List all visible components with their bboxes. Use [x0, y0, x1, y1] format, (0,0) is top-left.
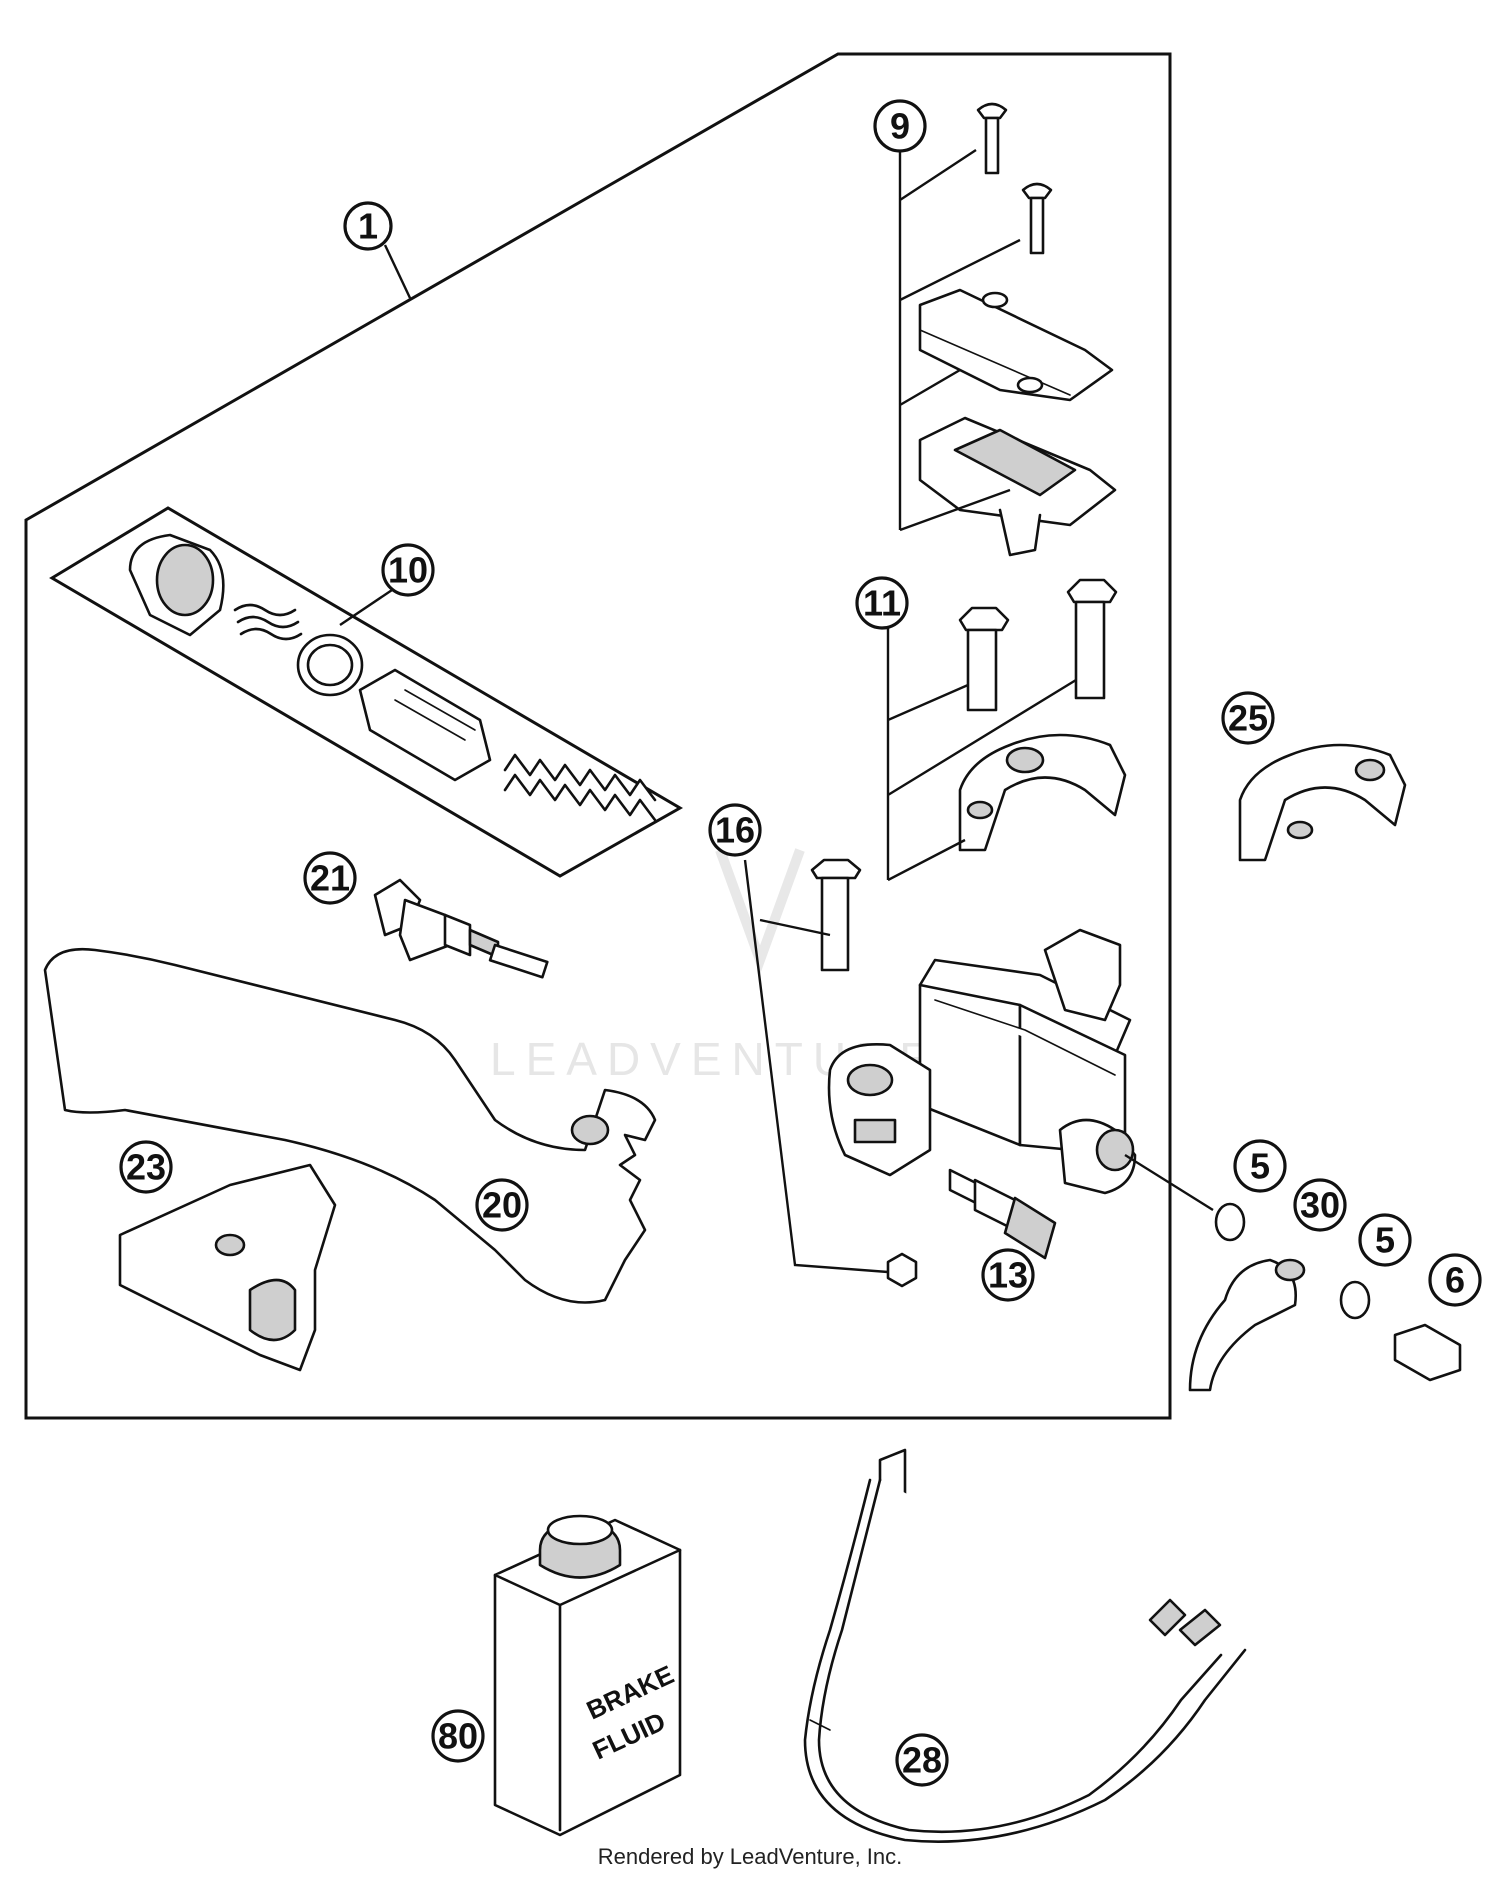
callout-80: 80: [431, 1709, 485, 1763]
master-cylinder: [827, 928, 1137, 1195]
callout-9: 9: [873, 99, 927, 153]
wiring-harness: [803, 1448, 1247, 1843]
svg-text:20: 20: [482, 1185, 522, 1226]
callout-20: 20: [475, 1178, 529, 1232]
callout-25: 25: [1221, 691, 1275, 745]
svg-text:5: 5: [1250, 1146, 1270, 1187]
callout-13: 13: [981, 1248, 1035, 1302]
brake-fluid-can: [493, 1514, 682, 1837]
callout-23: 23: [119, 1140, 173, 1194]
callout-30: 30: [1293, 1178, 1347, 1232]
footer-credit: Rendered by LeadVenture, Inc.: [598, 1844, 903, 1869]
callout-6: 6: [1428, 1253, 1482, 1307]
piston-kit-frame: [49, 506, 684, 878]
callout-28: 28: [895, 1733, 949, 1787]
svg-text:16: 16: [715, 810, 755, 851]
banjo-assembly: [1188, 1202, 1462, 1392]
assembly-frame: [24, 52, 1172, 1420]
svg-text:9: 9: [890, 106, 910, 147]
clamp-kit: [958, 578, 1127, 852]
reservoir-cover-kit: [918, 102, 1117, 557]
adjuster-21: [373, 878, 549, 979]
callout-21: 21: [303, 851, 357, 905]
piston-kit: [128, 533, 657, 822]
svg-text:80: 80: [438, 1716, 478, 1757]
callout-11: 11: [855, 576, 909, 630]
svg-text:5: 5: [1375, 1220, 1395, 1261]
svg-text:21: 21: [310, 858, 350, 899]
svg-text:25: 25: [1228, 698, 1268, 739]
lever-cover: [118, 1163, 337, 1372]
pivot-bolt: [810, 858, 918, 1288]
svg-text:28: 28: [902, 1740, 942, 1781]
callout-5-bottom: 5: [1358, 1213, 1412, 1267]
svg-text:6: 6: [1445, 1260, 1465, 1301]
svg-text:1: 1: [358, 206, 378, 247]
callout-16: 16: [708, 803, 762, 857]
svg-text:10: 10: [388, 550, 428, 591]
callout-10: 10: [381, 543, 435, 597]
callout-5-top: 5: [1233, 1139, 1287, 1193]
svg-text:30: 30: [1300, 1185, 1340, 1226]
svg-text:13: 13: [988, 1255, 1028, 1296]
callout-1: 1: [343, 201, 393, 251]
svg-text:23: 23: [126, 1147, 166, 1188]
brake-switch: [948, 1168, 1057, 1260]
svg-text:11: 11: [863, 583, 901, 624]
clamp-25: [1238, 743, 1407, 862]
